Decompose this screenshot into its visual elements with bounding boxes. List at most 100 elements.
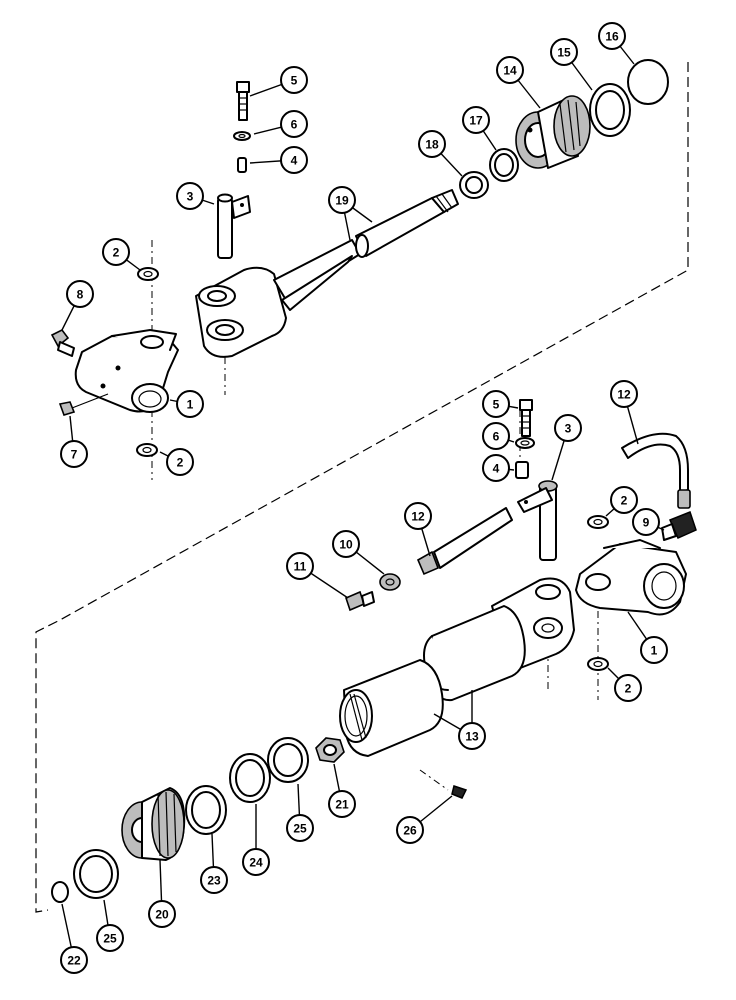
callout-label: 24	[249, 856, 263, 870]
callout-22: 22	[60, 946, 88, 974]
callout-label: 26	[403, 824, 417, 838]
callout-label: 11	[294, 560, 307, 574]
callout-circle	[60, 440, 88, 468]
callout-label: 3	[565, 422, 572, 436]
callout-label: 12	[617, 388, 631, 402]
callout-label: 2	[113, 246, 120, 260]
assembly-outline	[35, 62, 689, 913]
callout-9: 9	[632, 508, 660, 536]
callout-26: 26	[396, 816, 424, 844]
callout-circle	[148, 900, 176, 928]
callout-label: 25	[293, 822, 307, 836]
callout-circle	[286, 552, 314, 580]
callout-16: 16	[598, 22, 626, 50]
callout-2: 2	[102, 238, 130, 266]
callout-circle	[632, 508, 660, 536]
callout-circle	[328, 186, 356, 214]
callout-circle	[176, 390, 204, 418]
callout-label: 15	[557, 46, 571, 60]
callout-circle	[610, 486, 638, 514]
callout-25: 25	[286, 814, 314, 842]
callout-10: 10	[332, 530, 360, 558]
callout-20: 20	[148, 900, 176, 928]
callout-circle	[462, 106, 490, 134]
fittings-parts-10-11	[345, 573, 401, 612]
callout-circle	[280, 110, 308, 138]
callout-label: 12	[411, 510, 425, 524]
callout-label: 5	[291, 74, 298, 88]
callout-circle	[610, 380, 638, 408]
callout-label: 1	[651, 644, 658, 658]
callout-label: 25	[103, 932, 117, 946]
callout-circle	[166, 448, 194, 476]
callout-21: 21	[328, 790, 356, 818]
hose-part-12-right	[621, 432, 697, 541]
callout-2: 2	[166, 448, 194, 476]
callout-circle	[482, 422, 510, 450]
callout-circle	[280, 66, 308, 94]
callout-circle	[280, 146, 308, 174]
callout-circle	[200, 866, 228, 894]
callout-circle	[550, 38, 578, 66]
callout-label: 14	[503, 64, 517, 78]
callout-circle	[598, 22, 626, 50]
callout-label: 17	[469, 114, 483, 128]
callout-label: 22	[67, 954, 81, 968]
rings-parts-23-24-25	[185, 737, 309, 835]
callout-1: 1	[176, 390, 204, 418]
lower-pivot-block-part-1	[575, 539, 687, 616]
lower-assembly	[51, 399, 697, 903]
callout-label: 2	[625, 682, 632, 696]
callout-14: 14	[496, 56, 524, 84]
callout-circle	[554, 414, 582, 442]
callout-label: 2	[177, 456, 184, 470]
callout-label: 4	[291, 154, 298, 168]
callout-circle	[286, 814, 314, 842]
callout-circle	[242, 848, 270, 876]
callout-11: 11	[286, 552, 314, 580]
upper-rings-parts-17-18	[459, 148, 519, 199]
callout-4: 4	[280, 146, 308, 174]
upper-washers-part-2	[136, 267, 159, 457]
callout-label: 13	[465, 730, 479, 744]
callout-label: 18	[425, 138, 439, 152]
callout-circle	[496, 56, 524, 84]
lower-bolt-stack	[515, 399, 535, 479]
callout-label: 5	[493, 398, 500, 412]
rings-parts-15-16	[589, 59, 669, 137]
callout-circle	[482, 390, 510, 418]
callout-circle	[482, 454, 510, 482]
upper-assembly	[50, 59, 669, 457]
callouts: 1122223344556678910111212131415161718192…	[60, 22, 668, 974]
callout-3: 3	[554, 414, 582, 442]
callout-circle	[396, 816, 424, 844]
rings-parts-22-25	[51, 849, 119, 903]
callout-label: 16	[605, 30, 619, 44]
callout-circle	[458, 722, 486, 750]
callout-2: 2	[614, 674, 642, 702]
callout-15: 15	[550, 38, 578, 66]
callout-circle	[66, 280, 94, 308]
callout-label: 10	[339, 538, 353, 552]
nut-part-21	[315, 737, 345, 763]
callout-circle	[102, 238, 130, 266]
callout-circle	[96, 924, 124, 952]
callout-8: 8	[66, 280, 94, 308]
callout-circle	[418, 130, 446, 158]
callout-12: 12	[404, 502, 432, 530]
lower-washers-part-2	[587, 515, 609, 671]
callout-label: 8	[77, 288, 84, 302]
callout-24: 24	[242, 848, 270, 876]
callout-19: 19	[328, 186, 356, 214]
upper-pivot-block-part-1	[74, 329, 179, 413]
callout-label: 6	[291, 118, 298, 132]
grease-fitting-part-8	[50, 328, 75, 357]
piston-part-20	[121, 787, 186, 861]
callout-label: 20	[155, 908, 169, 922]
callout-label: 4	[493, 462, 500, 476]
callout-5: 5	[482, 390, 510, 418]
callout-17: 17	[462, 106, 490, 134]
upper-pin-part-3	[217, 193, 251, 259]
callout-13: 13	[458, 722, 486, 750]
